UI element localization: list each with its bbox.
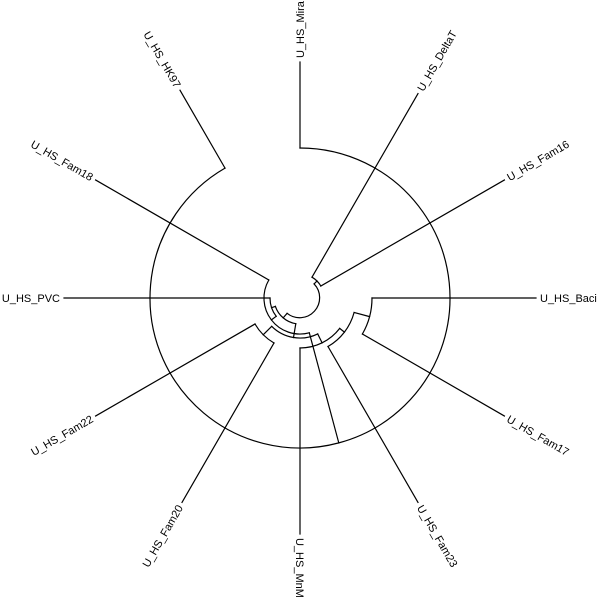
branch-fam16 — [319, 179, 506, 287]
branch-fam22 — [94, 323, 256, 417]
clade-stem — [292, 323, 297, 339]
tip-label-deltat: U_HS_DeltaT — [416, 29, 460, 94]
tip-label-fam16: U_HS_Fam16 — [505, 139, 571, 184]
clade-stem — [353, 311, 371, 318]
branch-fam20 — [181, 342, 275, 504]
clade-stem — [338, 327, 346, 333]
branch-fam23 — [327, 345, 419, 504]
clade-stem — [313, 280, 318, 285]
tip-label-fam22: U_HS_Fam22 — [29, 414, 95, 459]
clade-stem — [282, 312, 288, 319]
tip-label-mnm: U_HS_MnM — [293, 538, 305, 598]
branch-deltat — [311, 92, 419, 279]
tip-label-mira: U_HS_Mira — [295, 0, 307, 58]
tree-branches — [63, 61, 537, 535]
clade-arc — [286, 283, 321, 319]
branch-fam18 — [94, 179, 270, 281]
tip-label-pvc: U_HS_PVC — [2, 293, 60, 305]
branch-hk97 — [179, 89, 226, 169]
clade-stem — [262, 325, 273, 336]
tip-label-hk97: U_HS_HK97 — [141, 30, 183, 91]
clade-stem — [270, 305, 277, 309]
clade-stem — [270, 315, 278, 321]
tip-label-fam17: U_HS_Fam17 — [504, 414, 570, 459]
tip-label-fam23: U_HS_Fam23 — [414, 503, 459, 569]
tip-label-fam20: U_HS_Fam20 — [141, 503, 186, 569]
clade-stem — [308, 332, 340, 444]
tip-label-baci: U_HS_Baci — [540, 293, 597, 305]
branch-fam17 — [361, 333, 506, 417]
tip-label-fam18: U_HS_Fam18 — [28, 139, 94, 184]
clade-stem — [316, 333, 323, 344]
